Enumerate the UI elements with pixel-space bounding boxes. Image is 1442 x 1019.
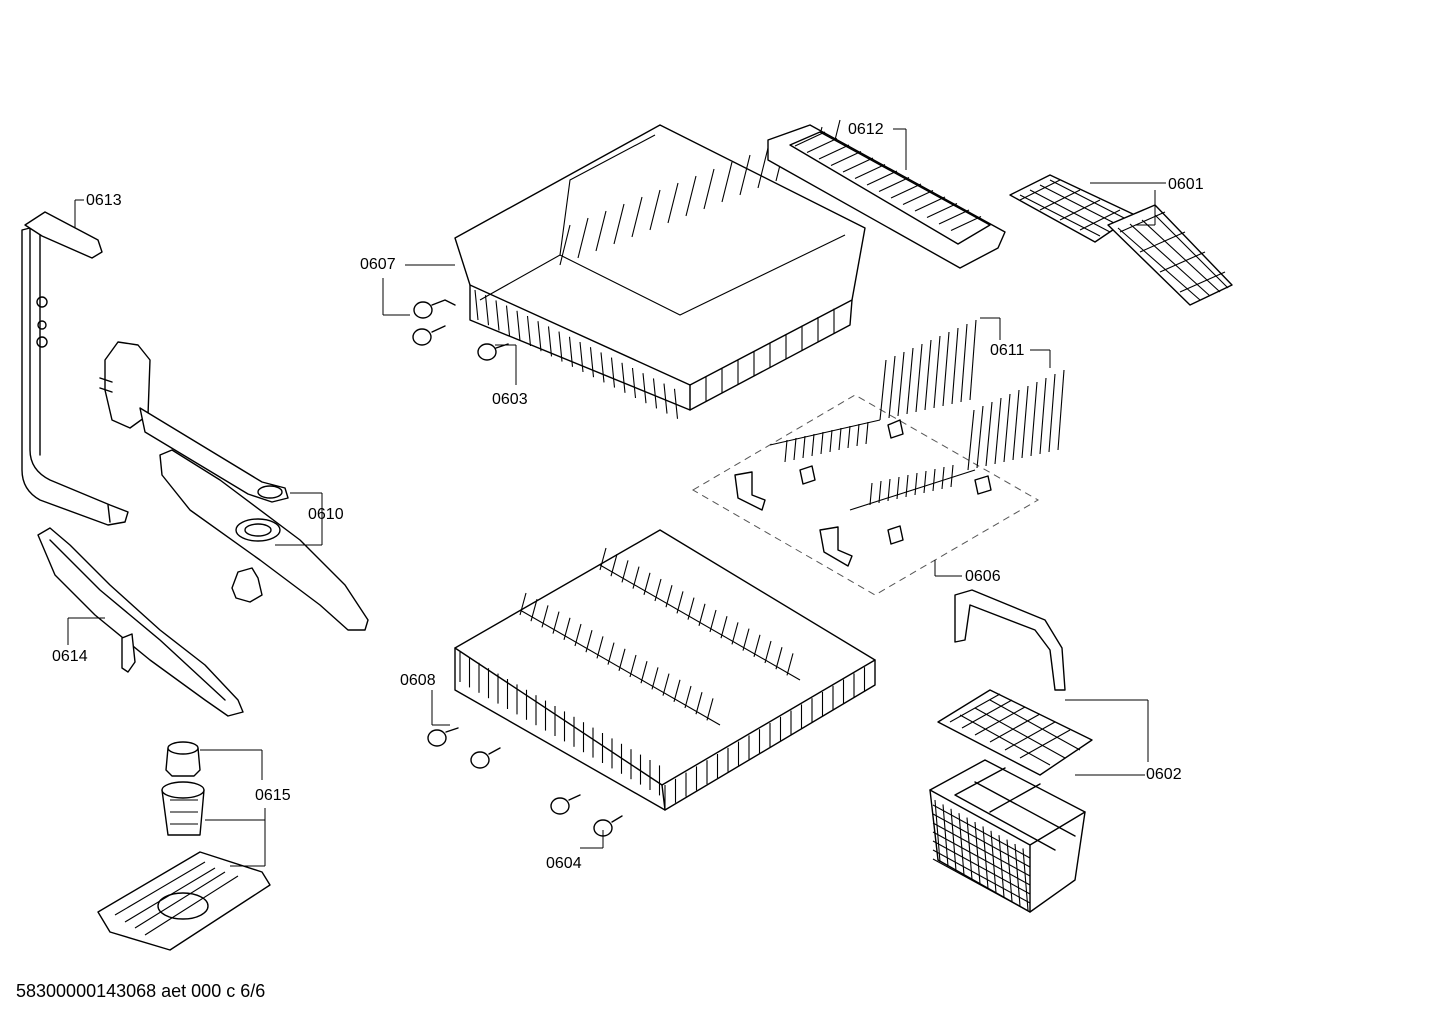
callout-0601[interactable]: 0601 — [1168, 176, 1204, 193]
basket-roller-0604 — [550, 794, 623, 837]
callout-0613[interactable]: 0613 — [86, 192, 122, 209]
basket-roller-0603 — [477, 343, 509, 361]
lower-basket — [454, 529, 876, 811]
basket-roller-0607 — [412, 299, 456, 346]
callout-0606[interactable]: 0606 — [965, 568, 1001, 585]
upper-basket — [454, 119, 866, 419]
callout-0610[interactable]: 0610 — [308, 506, 344, 523]
cutlery-basket-0602 — [929, 589, 1093, 913]
callout-0603[interactable]: 0603 — [492, 391, 528, 408]
basket-roller-0608 — [427, 727, 501, 769]
callout-0604[interactable]: 0604 — [546, 855, 582, 872]
document-reference: 58300000143068 aet 000 c 6/6 — [16, 981, 265, 1001]
callout-0607[interactable]: 0607 — [360, 256, 396, 273]
callout-0612[interactable]: 0612 — [848, 121, 884, 138]
callout-0615[interactable]: 0615 — [255, 787, 291, 804]
callout-0602[interactable]: 0602 — [1146, 766, 1182, 783]
callout-0611[interactable]: 0611 — [990, 342, 1025, 359]
callout-0608[interactable]: 0608 — [400, 672, 436, 689]
fold-rack-0611 — [692, 319, 1065, 596]
callout-0614[interactable]: 0614 — [52, 648, 88, 665]
cup-shelf-0601 — [1009, 174, 1233, 306]
spray-arm-lower-0614 — [37, 527, 244, 717]
spray-arm-upper-0610 — [99, 341, 369, 631]
cutlery-tray-0612 — [767, 124, 1006, 269]
spray-pipe-0613 — [21, 211, 129, 526]
filter-set-0615 — [97, 741, 271, 951]
